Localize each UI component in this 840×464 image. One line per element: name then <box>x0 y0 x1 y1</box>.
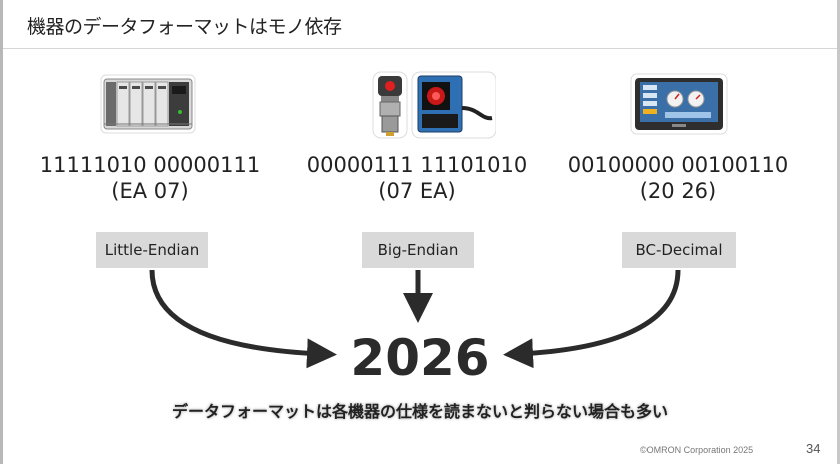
left-border <box>0 0 3 464</box>
format-tag-big-endian: Big-Endian <box>362 232 474 268</box>
caption: データフォーマットは各機器の仕様を読まないと判らない場合も多い <box>171 402 668 421</box>
sensor-icon <box>370 68 497 142</box>
device-3-hex: (20 26) <box>639 179 717 203</box>
format-tag-bc-decimal: BC-Decimal <box>622 232 736 268</box>
result-value: 2026 <box>350 329 490 387</box>
right-border <box>837 0 840 464</box>
slide-title: 機器のデータフォーマットはモノ依存 <box>27 16 342 38</box>
device-3-bytes: 00100000 00100110 <box>567 153 789 177</box>
device-1-bytes: 11111010 00000111 <box>39 153 261 177</box>
page-number: 34 <box>806 441 821 456</box>
title-bar: 機器のデータフォーマットはモノ依存 <box>3 0 837 49</box>
arrow-right <box>503 269 681 369</box>
format-tag-little-endian: Little-Endian <box>96 232 208 268</box>
device-1-hex: (EA 07) <box>111 179 189 203</box>
device-2-hex: (07 EA) <box>378 179 456 203</box>
arrow-left <box>149 269 337 369</box>
touch-panel-icon <box>630 72 728 136</box>
device-2-bytes: 00000111 11101010 <box>306 153 528 177</box>
plc-icon <box>100 72 196 136</box>
copyright: ©OMRON Corporation 2025 <box>640 445 754 455</box>
